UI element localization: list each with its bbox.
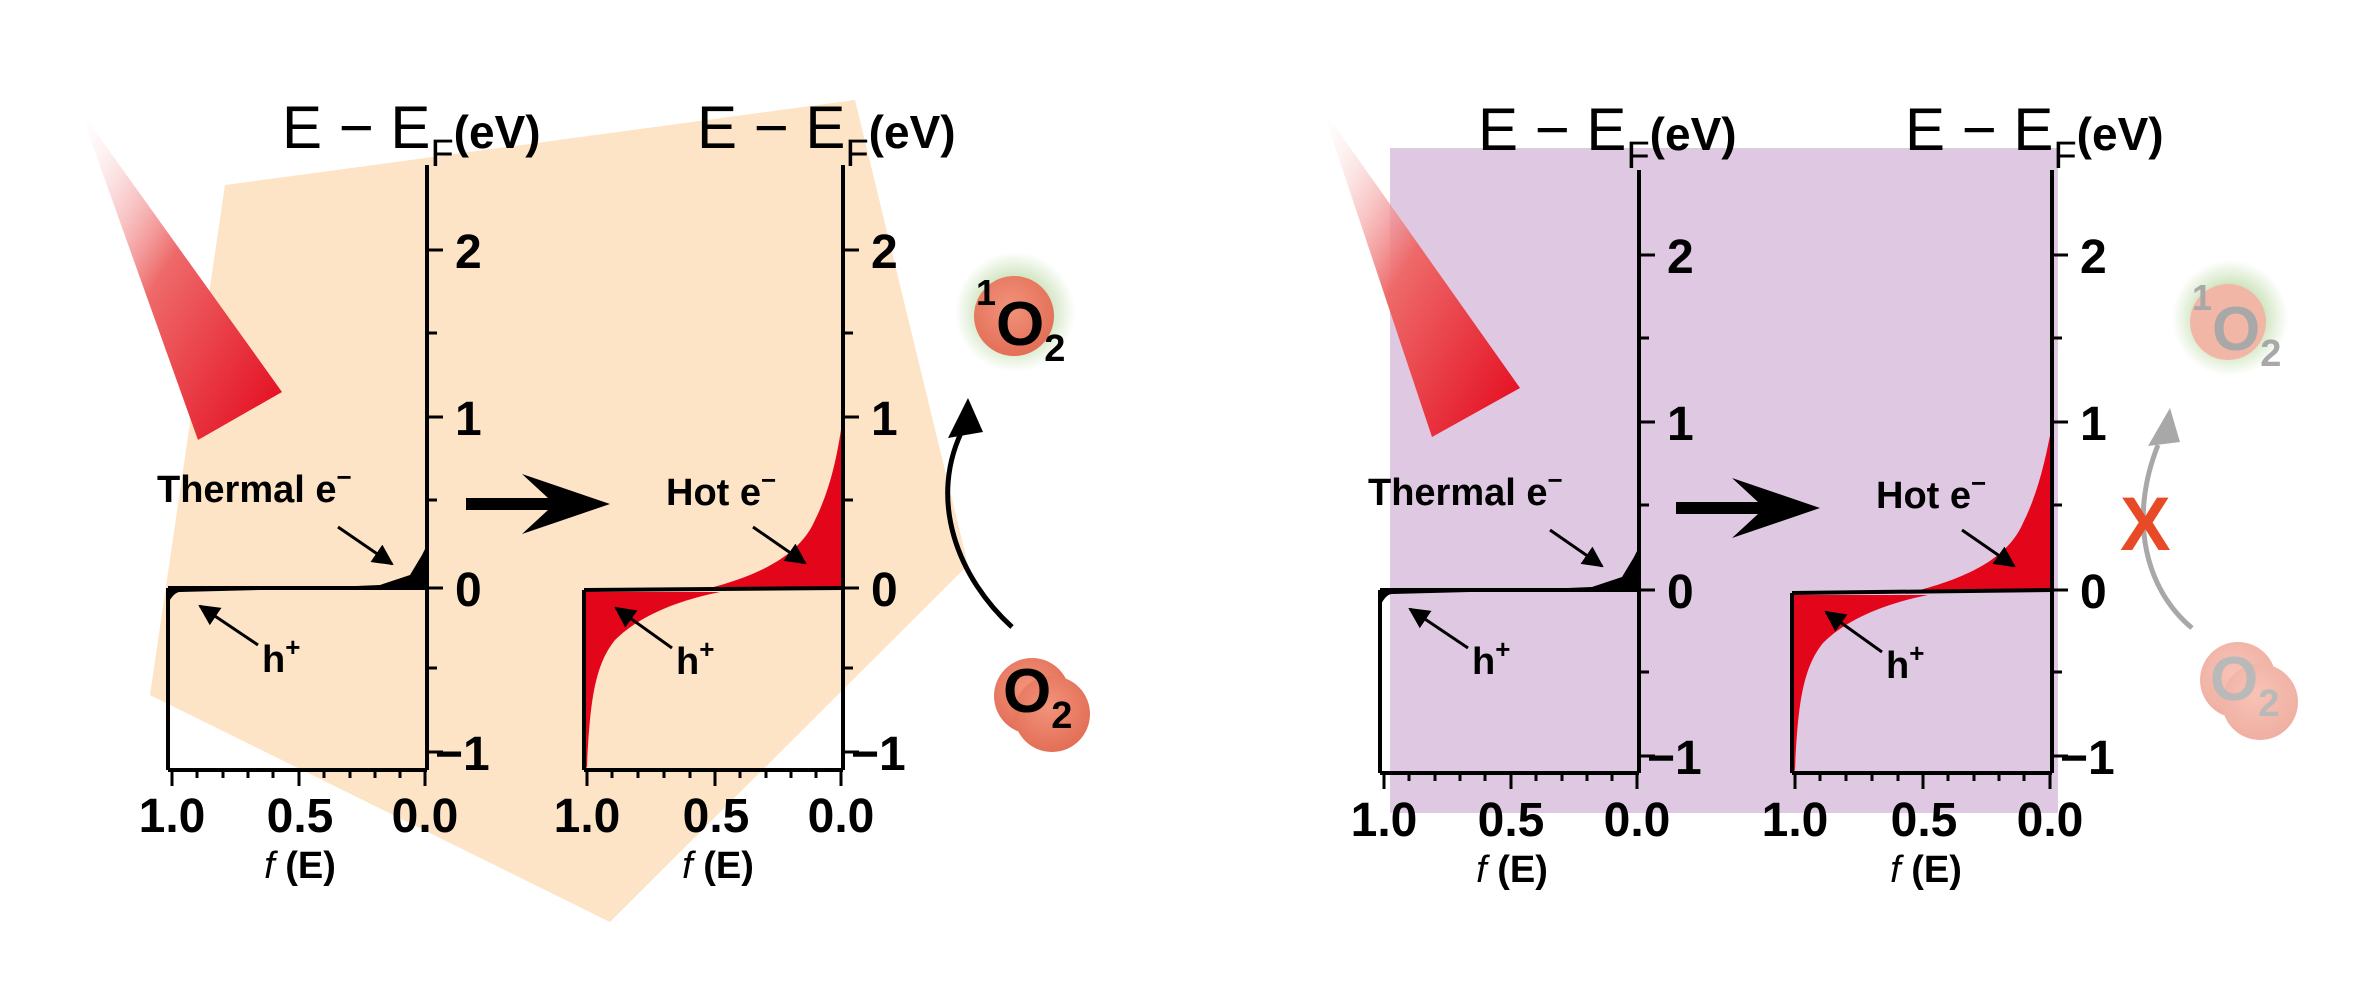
thermal-electron-label: Thermal e− bbox=[1368, 465, 1563, 514]
ytick-0: 0 bbox=[1667, 566, 1694, 619]
x-ticks bbox=[1382, 773, 1639, 789]
xtick-05: 0.5 bbox=[683, 790, 750, 843]
right-light-beam bbox=[1322, 108, 1520, 437]
thermal-electron-label: Thermal e− bbox=[157, 462, 352, 511]
y-axis-title: E − EF(eV) bbox=[282, 94, 541, 175]
svg-text:O2: O2 bbox=[2210, 645, 2279, 725]
ytick-1: 1 bbox=[2080, 398, 2107, 451]
hot-electron-fill bbox=[1920, 425, 2052, 590]
ytick-1: 1 bbox=[455, 393, 482, 446]
zero-line bbox=[583, 586, 844, 592]
svg-text:1O2: 1O2 bbox=[976, 272, 1065, 370]
ytick-1: 1 bbox=[1667, 398, 1694, 451]
xtick-05: 0.5 bbox=[267, 790, 334, 843]
ytick-2: 2 bbox=[455, 226, 482, 279]
hot-electron-label: Hot e− bbox=[1876, 468, 1986, 517]
right-background-shape bbox=[1390, 148, 2058, 813]
transition-arrow bbox=[466, 474, 610, 534]
x-axis-label: f (E) bbox=[264, 845, 336, 887]
y-axis-title: E − EF(eV) bbox=[1905, 96, 2164, 177]
xtick-1: 1.0 bbox=[1351, 794, 1418, 847]
ytick-neg1: −1 bbox=[2060, 732, 2115, 785]
xtick-0: 0.0 bbox=[808, 790, 875, 843]
right-panel: 2 1 0 −1 1.0 0.5 0.0 f (E) E − EF(eV) Th… bbox=[1322, 96, 2298, 891]
x-axis-label: f (E) bbox=[682, 845, 754, 887]
ytick-2: 2 bbox=[1667, 231, 1694, 284]
x-axis-label: f (E) bbox=[1476, 849, 1548, 891]
ytick-neg1: −1 bbox=[851, 728, 906, 781]
xtick-0: 0.0 bbox=[1604, 794, 1671, 847]
right-plot-hot: 2 1 0 −1 1.0 0.5 0.0 f (E) E − EF(eV) Ho… bbox=[1762, 96, 2164, 891]
blocked-arrowhead bbox=[2148, 408, 2180, 446]
hole-label: h+ bbox=[1472, 634, 1510, 683]
svg-text:1O2: 1O2 bbox=[2192, 277, 2281, 375]
singlet-oxygen-molecule: 1O2 bbox=[955, 252, 1075, 372]
ytick-0: 0 bbox=[455, 564, 482, 617]
hole-label: h+ bbox=[262, 632, 300, 681]
hot-pointer bbox=[752, 525, 807, 565]
hole-pointer bbox=[614, 606, 673, 650]
left-plot-hot: 2 1 0 −1 1.0 0.5 0.0 f (E) E − EF(eV) Ho… bbox=[554, 94, 956, 887]
blocked-mark: X bbox=[2120, 482, 2171, 567]
right-plot-thermal: 2 1 0 −1 1.0 0.5 0.0 f (E) E − EF(eV) Th… bbox=[1351, 96, 1737, 891]
hot-electron-fill bbox=[710, 415, 843, 588]
hole-pointer bbox=[198, 604, 259, 647]
left-light-beam bbox=[80, 110, 282, 440]
y-axis-title: E − EF(eV) bbox=[1478, 96, 1737, 177]
y-axis-title: E − EF(eV) bbox=[697, 94, 956, 175]
activation-arrowhead bbox=[948, 398, 983, 438]
xtick-1: 1.0 bbox=[139, 790, 206, 843]
ytick-0: 0 bbox=[2080, 566, 2107, 619]
blocked-activation-arrow bbox=[2140, 444, 2194, 630]
x-axis-label: f (E) bbox=[1890, 849, 1962, 891]
singlet-oxygen-molecule-faded: 1O2 bbox=[2172, 260, 2288, 376]
hole-pointer bbox=[1824, 610, 1883, 654]
hole-label: h+ bbox=[676, 634, 714, 683]
ytick-2: 2 bbox=[2080, 231, 2107, 284]
x-ticks bbox=[585, 770, 843, 786]
hot-pointer bbox=[1961, 528, 2016, 568]
ytick-1: 1 bbox=[871, 393, 898, 446]
oxygen-molecule-faded: O2 bbox=[2200, 642, 2298, 740]
ytick-2: 2 bbox=[871, 226, 898, 279]
ytick-neg1: −1 bbox=[1647, 732, 1702, 785]
thermal-pointer bbox=[337, 525, 394, 566]
y-ticks bbox=[843, 248, 859, 754]
hot-electron-label: Hot e− bbox=[666, 465, 776, 514]
left-panel: 2 1 0 −1 1.0 0.5 0.0 f (E) E − EF(eV) Th… bbox=[80, 94, 1090, 922]
oxygen-molecule: O2 bbox=[994, 657, 1090, 752]
xtick-0: 0.0 bbox=[2017, 794, 2084, 847]
thermal-pointer bbox=[1549, 528, 1604, 568]
left-plot-thermal: 2 1 0 −1 1.0 0.5 0.0 f (E) E − EF(eV) Th… bbox=[139, 94, 541, 887]
ytick-0: 0 bbox=[871, 564, 898, 617]
y-ticks bbox=[1639, 253, 1655, 758]
x-ticks bbox=[1793, 773, 2052, 789]
hole-label: h+ bbox=[1886, 638, 1924, 687]
y-ticks bbox=[2052, 253, 2068, 758]
hole-pointer bbox=[1408, 607, 1469, 650]
hole-fill bbox=[1792, 595, 1928, 773]
xtick-05: 0.5 bbox=[1891, 794, 1958, 847]
xtick-05: 0.5 bbox=[1478, 794, 1545, 847]
hole-fill bbox=[584, 592, 720, 770]
y-ticks bbox=[427, 248, 443, 754]
ytick-neg1: −1 bbox=[435, 728, 490, 781]
xtick-0: 0.0 bbox=[392, 790, 459, 843]
zero-line bbox=[1791, 588, 2053, 595]
activation-arrow bbox=[945, 423, 1014, 629]
xtick-1: 1.0 bbox=[1762, 794, 1829, 847]
transition-arrow bbox=[1676, 478, 1820, 538]
svg-text:O2: O2 bbox=[1003, 657, 1072, 737]
xtick-1: 1.0 bbox=[554, 790, 621, 843]
x-ticks bbox=[170, 770, 427, 786]
